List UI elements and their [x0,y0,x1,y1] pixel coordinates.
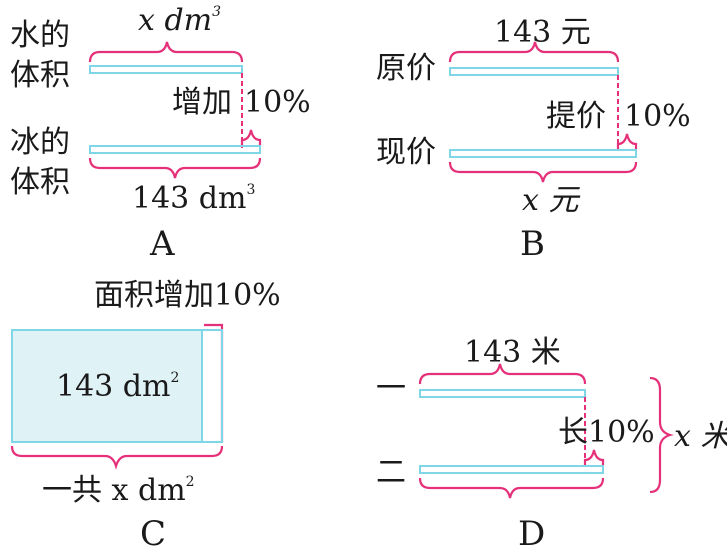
panel-d-second-bar [419,465,604,474]
panel-a-row1-line1: 水的 [10,18,70,53]
panel-b-row1-label: 原价 [376,51,436,86]
panel-a-top-label: x dm3 [138,3,221,38]
panel-b-row2-label: 现价 [376,135,436,170]
panel-d-letter: D [518,514,545,549]
panel-a-row2-line2: 体积 [10,165,70,200]
panel-d-side-brace [649,376,674,494]
panel-d-row2-label: 二 [376,455,406,490]
panel-b-letter: B [520,224,545,264]
panel-c-extra-area [201,329,223,443]
panel-b-bottom-label: x 元 [522,183,580,218]
panel-b-bottom-brace [448,161,638,183]
panel-a-letter: A [149,224,175,264]
panel-b-increase-label: 提价 [546,99,606,134]
panel-a-ice-bar [89,145,261,154]
panel-d-bottom-brace [418,477,605,499]
panel-b-small-brace [616,133,638,150]
panel-b: 原价 现价 143 元 提价 10% x 元 B [376,15,691,264]
panel-d: 一 二 143 米 长 10% x 米 D [376,335,727,549]
panel-a-water-bar [89,65,243,74]
panel-c-leader-line [204,323,224,442]
panel-d-percent-label: 10% [588,415,655,450]
panel-c-area-label: 143 dm2 [56,369,179,404]
panel-a: 水的 体积 冰的 体积 x dm3 增加 10% 143 dm3 A [10,3,311,264]
panel-a-increase-label: 增加 [172,85,232,120]
panel-a-percent-label: 10% [244,85,311,120]
panel-c: 面积增加10% 143 dm2 一共 x dm2 C [10,278,281,549]
panel-c-bottom-brace [10,445,224,470]
panel-a-row2-line1: 冰的 [10,125,70,160]
panel-c-caption: 面积增加10% [94,278,281,313]
panel-a-top-brace [88,41,244,63]
panel-b-top-brace [448,41,620,63]
panel-b-current-bar [449,149,637,158]
panel-b-top-label: 143 元 [494,15,591,50]
panel-d-top-brace [418,363,587,385]
panel-a-bottom-brace [88,157,262,179]
panel-d-top-label: 143 米 [464,335,561,370]
panel-b-percent-label: 10% [624,99,691,134]
panel-b-original-bar [449,67,619,76]
panel-d-increase-label: 长 [558,415,588,450]
panel-c-letter: C [140,514,166,549]
panel-a-bottom-label: 143 dm3 [132,181,255,216]
panel-a-row1-line2: 体积 [10,58,70,93]
panel-c-bottom-label: 一共 x dm2 [42,473,195,508]
panel-d-total-label: x 米 [674,419,727,454]
panel-d-first-bar [419,389,586,398]
panel-d-small-brace [583,449,605,466]
panel-a-small-brace [240,129,262,146]
panel-d-row1-label: 一 [376,371,406,406]
